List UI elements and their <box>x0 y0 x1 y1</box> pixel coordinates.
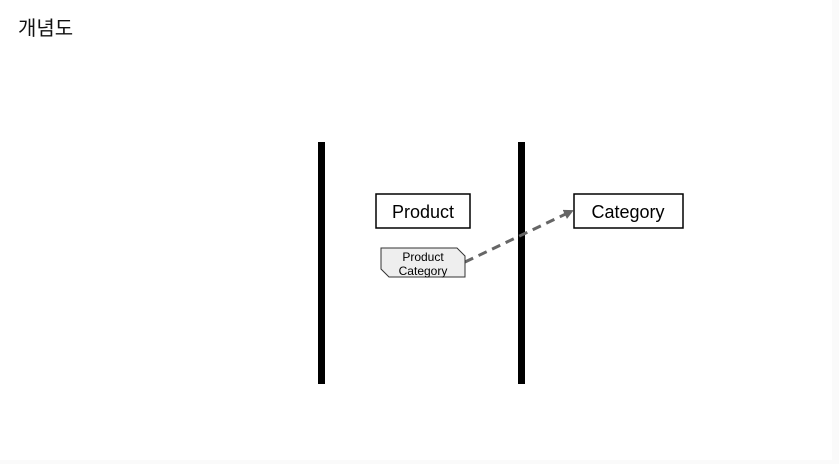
entity-category[interactable]: Category <box>573 193 684 229</box>
entity-product-label: Product <box>392 202 454 222</box>
relation-label-line1: Product <box>402 250 444 264</box>
right-divider <box>518 142 525 384</box>
relation-arrow <box>464 209 574 264</box>
left-divider <box>318 142 325 384</box>
relation-label-product-category[interactable]: Product Category <box>380 247 466 278</box>
relation-label-line2: Category <box>399 264 448 278</box>
entity-category-label: Category <box>591 202 664 222</box>
page-title: 개념도 <box>18 16 74 40</box>
entity-product[interactable]: Product <box>375 193 471 229</box>
